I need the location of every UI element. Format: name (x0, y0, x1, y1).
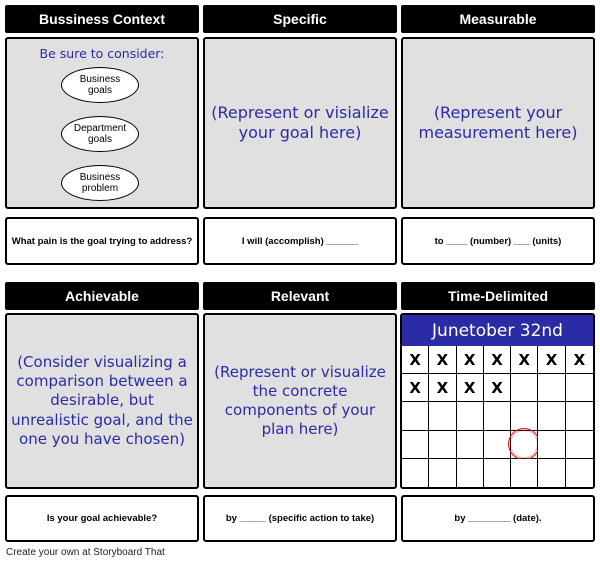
calendar-cell (483, 430, 512, 459)
header-measurable: Measurable (401, 5, 595, 33)
caption-time-delimited: by ________ (date). (401, 495, 595, 542)
header-relevant: Relevant (203, 282, 397, 310)
calendar-mark: X (518, 350, 531, 369)
panel-business-context: Be sure to consider: Business goals Depa… (5, 37, 199, 209)
calendar-cell: X (402, 346, 430, 375)
calendar-cell (402, 402, 430, 431)
calendar-cell: X (483, 374, 512, 403)
calendar-cell (508, 428, 541, 461)
calendar-cell: X (402, 374, 430, 403)
calendar-mark: X (409, 350, 421, 369)
calendar-cell (511, 458, 539, 487)
calendar-mark: X (409, 378, 421, 397)
calendar-cell (565, 374, 593, 403)
calendar-cell (456, 430, 484, 459)
calendar-cell: X (483, 346, 512, 375)
calendar-cell: X (565, 346, 593, 375)
panel-measurable: (Represent your measurement here) (401, 37, 595, 209)
header-achievable: Achievable (5, 282, 199, 310)
calendar-cell (565, 430, 593, 459)
calendar-cell (483, 458, 512, 487)
calendar-cell: X (429, 346, 457, 375)
calendar-cell (456, 402, 484, 431)
calendar-cell (402, 458, 430, 487)
caption-relevant: by _____ (specific action to take) (203, 495, 397, 542)
panel-relevant: (Represent or visualize the concrete com… (203, 313, 397, 489)
calendar-cell (538, 458, 566, 487)
calendar-cell (483, 402, 512, 431)
caption-business-context: What pain is the goal trying to address? (5, 217, 199, 265)
panel-specific: (Represent or visialize your goal here) (203, 37, 397, 209)
calendar-cell (565, 402, 593, 431)
specific-placeholder: (Represent or visialize your goal here) (211, 102, 389, 142)
calendar-mark: X (463, 378, 476, 397)
calendar-mark: X (436, 350, 449, 369)
caption-measurable: to ____ (number) ___ (units) (401, 217, 595, 265)
calendar-cell (429, 430, 457, 459)
oval-department-goals: Department goals (61, 116, 139, 152)
calendar-cell: X (538, 346, 566, 375)
calendar-cell (429, 402, 457, 431)
calendar-cell (565, 458, 593, 487)
achievable-placeholder: (Consider visualizing a comparison betwe… (11, 353, 193, 448)
calendar-cell: X (456, 374, 484, 403)
calendar-cell: X (511, 346, 539, 375)
calendar-cell (456, 458, 484, 487)
header-business-context: Bussiness Context (5, 5, 199, 33)
oval-business-goals: Business goals (61, 67, 139, 103)
calendar-cell (538, 402, 566, 431)
calendar-cell (511, 402, 539, 431)
calendar-mark: X (573, 350, 586, 369)
consider-label: Be sure to consider: (39, 46, 165, 61)
calendar-cell (511, 374, 539, 403)
calendar-cell (402, 430, 430, 459)
panel-achievable: (Consider visualizing a comparison betwe… (5, 313, 199, 489)
header-time-delimited: Time-Delimited (401, 282, 595, 310)
calendar-cell (538, 374, 566, 403)
calendar-cell: X (429, 374, 457, 403)
calendar-mark: X (491, 350, 503, 369)
calendar-cell: X (456, 346, 484, 375)
header-specific: Specific (203, 5, 397, 33)
oval-business-problem: Business problem (61, 165, 139, 201)
calendar-mark: X (436, 378, 449, 397)
footer-credit: Create your own at Storyboard That (6, 547, 165, 558)
calendar-cell (538, 430, 566, 459)
calendar-mark: X (491, 378, 503, 397)
calendar-mark: X (545, 350, 558, 369)
circled-date-icon (508, 428, 541, 461)
measurable-placeholder: (Represent your measurement here) (418, 102, 578, 142)
calendar-mark: X (463, 350, 476, 369)
calendar-cell (429, 458, 457, 487)
caption-specific: I will (accomplish) ______ (203, 217, 397, 265)
calendar-title: Junetober 32nd (402, 315, 593, 346)
caption-achievable: Is your goal achievable? (5, 495, 199, 542)
relevant-placeholder: (Represent or visualize the concrete com… (214, 362, 386, 439)
